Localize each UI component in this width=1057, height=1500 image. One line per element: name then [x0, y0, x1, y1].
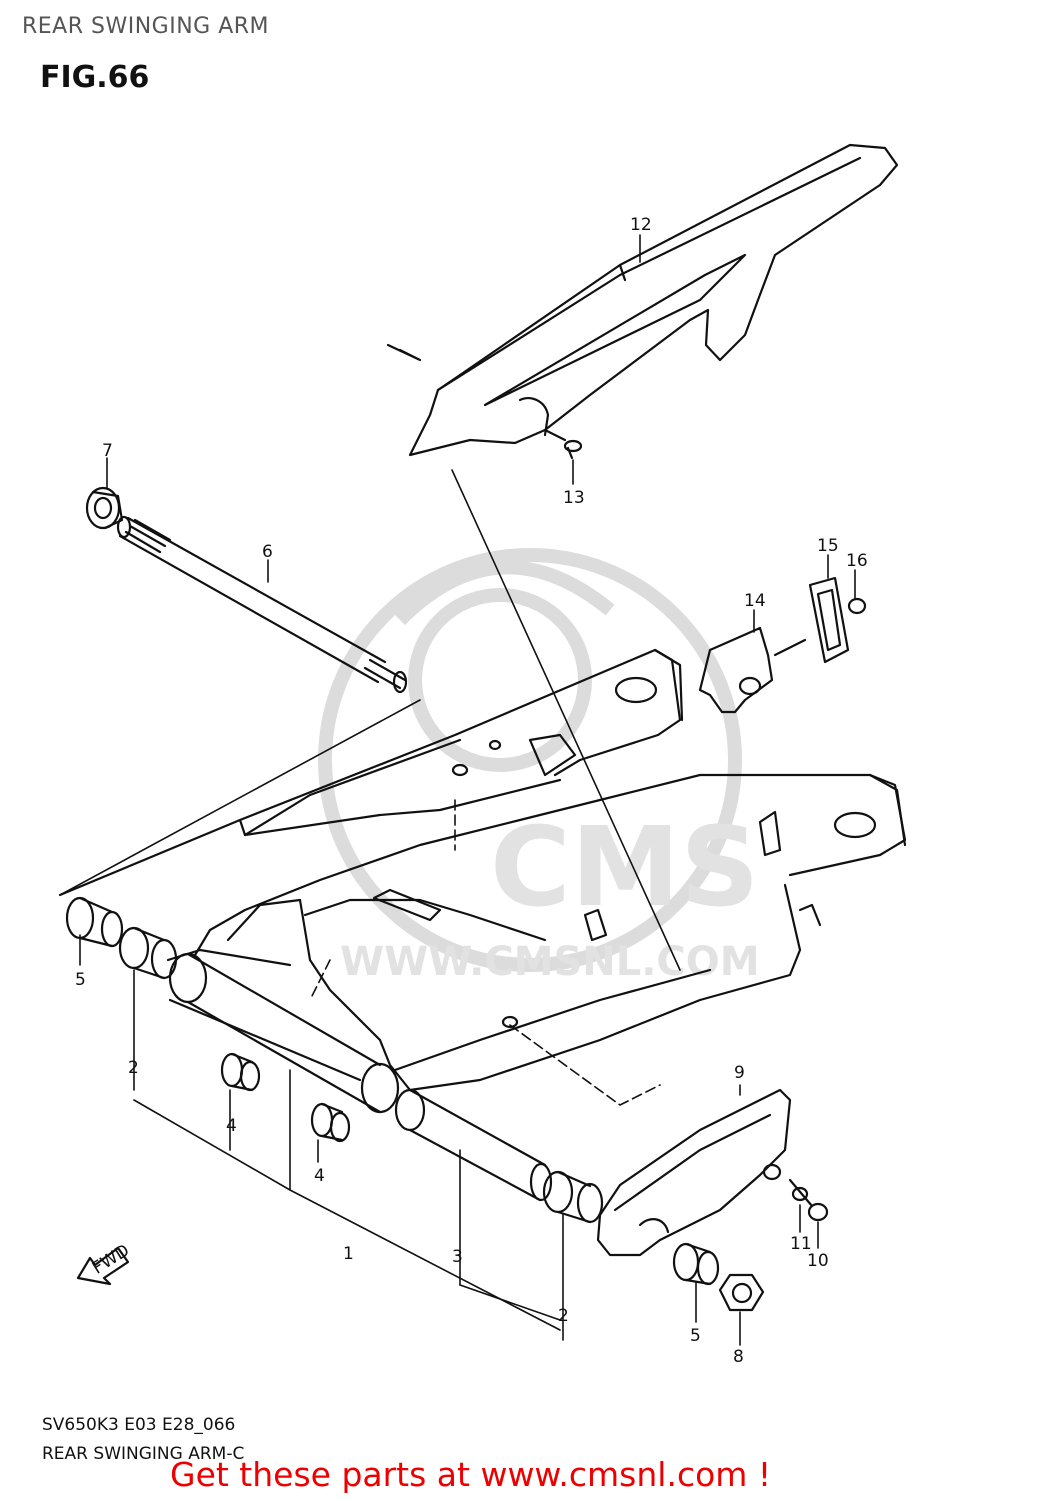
bearing-lower	[310, 1102, 351, 1143]
callout-9: 9	[734, 1063, 745, 1083]
cross-tube	[168, 952, 400, 1114]
adjuster-plate	[698, 626, 807, 714]
watermark-url: WWW.CMSNL.COM	[340, 939, 760, 985]
spacer-pipe	[394, 1088, 553, 1202]
callout-5-left: 5	[75, 970, 86, 990]
callout-7: 7	[102, 441, 113, 461]
callout-5-right: 5	[690, 1326, 701, 1346]
chain-guard	[386, 143, 899, 457]
bolt-10	[788, 1178, 829, 1222]
spacer-11	[791, 1186, 809, 1202]
pivot-nut	[85, 486, 124, 530]
bushing-right	[672, 1242, 720, 1286]
callout-6: 6	[262, 542, 273, 562]
bearing-upper	[220, 1052, 261, 1092]
bushing-left	[65, 896, 124, 948]
page-title: REAR SWINGING ARM	[22, 14, 270, 39]
leader-lines	[59, 234, 856, 1346]
callout-15: 15	[817, 536, 839, 556]
figure-label: FIG.66	[40, 60, 150, 95]
watermark-text: CMS	[490, 803, 759, 931]
callout-1: 1	[343, 1244, 354, 1264]
swingarm	[58, 648, 907, 1092]
fwd-arrow	[76, 1246, 130, 1286]
pivot-nut-8	[718, 1273, 765, 1312]
bearing-left	[118, 926, 178, 980]
pivot-shaft	[116, 515, 408, 694]
adjuster-block	[808, 576, 850, 664]
callout-12: 12	[630, 215, 652, 235]
callout-4-lower: 4	[314, 1166, 325, 1186]
callout-16: 16	[846, 551, 868, 571]
bearing-right	[542, 1170, 604, 1224]
promo-link[interactable]: Get these parts at www.cmsnl.com !	[170, 1455, 772, 1494]
adjuster-nut	[847, 597, 867, 615]
callout-8: 8	[733, 1347, 744, 1367]
callout-14: 14	[744, 591, 766, 611]
callout-10: 10	[807, 1251, 829, 1271]
callout-13: 13	[563, 488, 585, 508]
callout-11: 11	[790, 1234, 812, 1254]
callout-2-right: 2	[558, 1306, 569, 1326]
screw-13	[543, 428, 583, 460]
callout-3: 3	[452, 1247, 463, 1267]
part-callouts: 12 13 7 6 15 16 14 5 2 4 4 1 3 2 9 11 10…	[75, 215, 868, 1367]
bracket-9	[596, 1088, 792, 1257]
assembly-name: REAR SWINGING ARM-C	[42, 1444, 245, 1464]
callout-2-left: 2	[128, 1058, 139, 1078]
callout-4-upper: 4	[226, 1116, 237, 1136]
model-code: SV650K3 E03 E28_066	[42, 1415, 236, 1435]
